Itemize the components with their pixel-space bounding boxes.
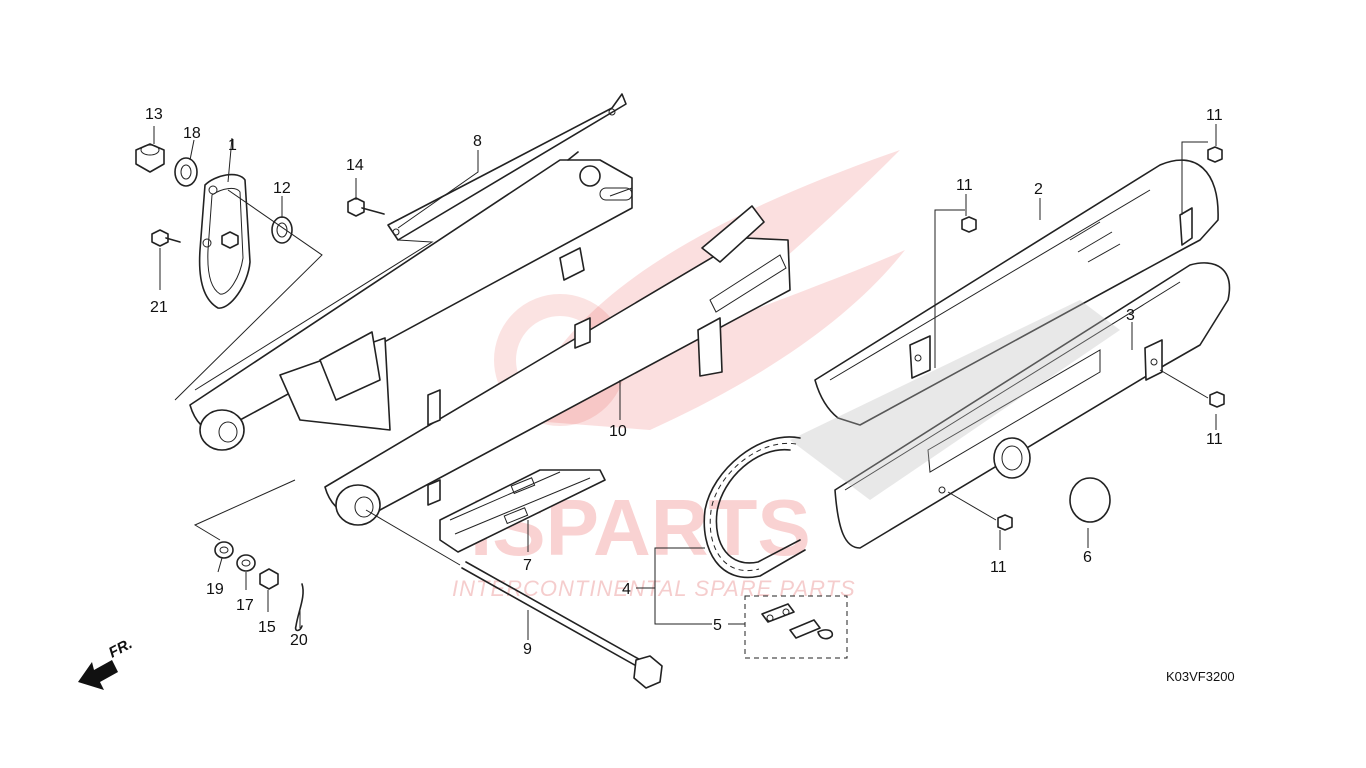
- callout-1: 1: [228, 137, 237, 154]
- part-11-bolt-a[interactable]: [961, 216, 977, 233]
- callout-8: 8: [473, 133, 482, 150]
- callout-11-b: 11: [1206, 107, 1223, 124]
- callout-21: 21: [150, 299, 168, 316]
- callout-4: 4: [622, 581, 631, 598]
- part-17-washer[interactable]: [236, 554, 256, 572]
- part-6-cap[interactable]: [1069, 477, 1111, 523]
- callout-2: 2: [1034, 181, 1043, 198]
- part-8-chain-guard-bar[interactable]: [387, 93, 627, 241]
- callout-11-a: 11: [956, 177, 973, 194]
- part-9-pivot-bolt[interactable]: [461, 561, 663, 689]
- diagram-code: K03VF3200: [1166, 669, 1235, 684]
- part-1-plate[interactable]: [198, 173, 251, 309]
- chain-region-shading: [790, 300, 1120, 500]
- part-20-cotter-pin[interactable]: [294, 583, 304, 632]
- front-arrow-icon: [78, 660, 118, 690]
- part-14-bolt[interactable]: [347, 197, 385, 217]
- callout-12: 12: [273, 180, 291, 197]
- callout-13: 13: [145, 106, 163, 123]
- front-label: FR.: [106, 635, 135, 661]
- callout-10: 10: [609, 423, 627, 440]
- callout-11-d: 11: [990, 559, 1007, 576]
- part-19-washer[interactable]: [214, 541, 234, 559]
- part-10-swingarm[interactable]: [189, 151, 791, 526]
- part-5-chain-joint[interactable]: [761, 603, 834, 640]
- part-7-chain-slider[interactable]: [439, 469, 606, 553]
- part-5-chain-joint-box: [744, 595, 848, 659]
- callout-5: 5: [713, 617, 722, 634]
- front-direction-indicator: FR.: [78, 635, 135, 690]
- callout-labels: 13 18 1 12 21 14 8 10 7 9 19 17 15 20 11…: [145, 106, 1223, 658]
- callout-20: 20: [290, 632, 308, 649]
- callout-3: 3: [1126, 307, 1135, 324]
- callout-18: 18: [183, 125, 201, 142]
- callout-7: 7: [523, 557, 532, 574]
- part-13-nut[interactable]: [135, 143, 165, 173]
- callout-9: 9: [523, 641, 532, 658]
- part-15-castle-nut[interactable]: [259, 568, 279, 590]
- part-4-drive-chain[interactable]: [703, 436, 806, 579]
- part-11-bolt-c[interactable]: [1209, 391, 1225, 408]
- leader-lines: [153, 124, 1217, 640]
- callout-6: 6: [1083, 549, 1092, 566]
- part-2-chain-case-upper[interactable]: [814, 159, 1219, 426]
- part-12-washer[interactable]: [271, 216, 293, 244]
- callout-15: 15: [258, 619, 276, 636]
- callout-11-c: 11: [1206, 431, 1223, 448]
- part-11-bolt-d[interactable]: [997, 514, 1013, 531]
- part-21-bolt[interactable]: [151, 229, 181, 247]
- callout-14: 14: [346, 157, 364, 174]
- part-18-washer[interactable]: [174, 157, 198, 187]
- part-11-bolt-b[interactable]: [1207, 146, 1223, 163]
- callout-17: 17: [236, 597, 254, 614]
- callout-19: 19: [206, 581, 224, 598]
- part-3-chain-case-lower[interactable]: [834, 262, 1231, 549]
